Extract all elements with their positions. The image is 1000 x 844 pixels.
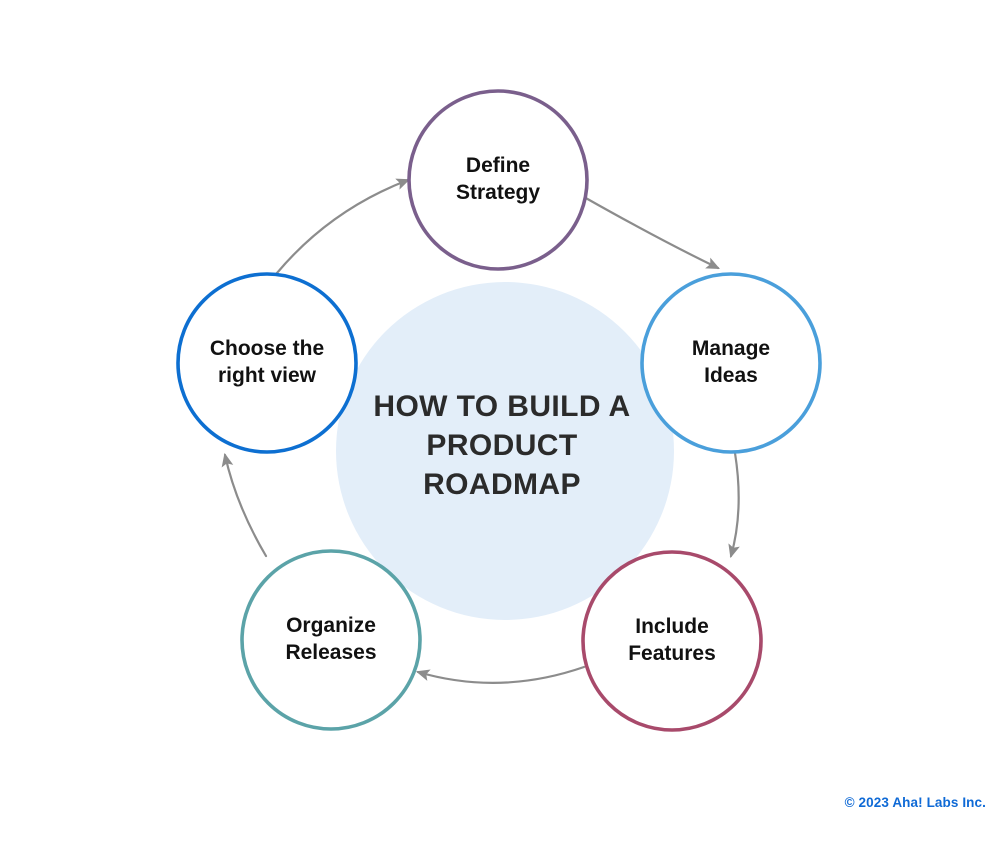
node-label-define-strategy: Define [466, 154, 530, 177]
center-title: HOW TO BUILD A PRODUCT ROADMAP [373, 390, 630, 501]
arrow-define-strategy-to-manage-ideas-icon [582, 195, 720, 270]
center-title-line-2: PRODUCT [426, 429, 577, 462]
node-label-organize-releases: Organize [286, 614, 376, 637]
node-label-organize-releases: Releases [285, 641, 376, 664]
node-label-define-strategy: Strategy [456, 181, 540, 204]
arrow-organize-releases-to-choose-the-right-view-icon [221, 452, 268, 558]
center-title-line-1: HOW TO BUILD A [373, 390, 630, 423]
node-label-include-features: Features [628, 642, 716, 665]
node-circle-define-strategy[interactable] [407, 89, 589, 271]
copyright-notice: © 2023 Aha! Labs Inc. [844, 795, 986, 810]
node-circle-choose-the-right-view[interactable] [176, 272, 358, 454]
center-title-line-3: ROADMAP [423, 468, 581, 501]
node-label-manage-ideas: Manage [692, 337, 770, 360]
node-label-include-features: Include [635, 615, 709, 638]
node-label-choose-the-right-view: Choose the [210, 337, 324, 360]
arrow-include-features-to-organize-releases-icon [415, 665, 586, 684]
node-circle-include-features[interactable] [581, 550, 763, 732]
node-choose-the-right-view[interactable]: Choose the right view [176, 272, 358, 454]
node-label-manage-ideas: Ideas [704, 364, 758, 387]
nodes-group: DefineStrategyManageIdeasIncludeFeatures… [176, 89, 822, 732]
node-label-choose-the-right-view: right view [218, 364, 317, 387]
node-circle-manage-ideas[interactable] [640, 272, 822, 454]
arrows-group [221, 178, 740, 684]
arrow-manage-ideas-to-include-features-icon [728, 451, 740, 559]
node-circle-organize-releases[interactable] [240, 549, 422, 731]
arrow-choose-the-right-view-to-define-strategy-icon [275, 178, 411, 275]
center-highlight-circle [336, 282, 674, 620]
